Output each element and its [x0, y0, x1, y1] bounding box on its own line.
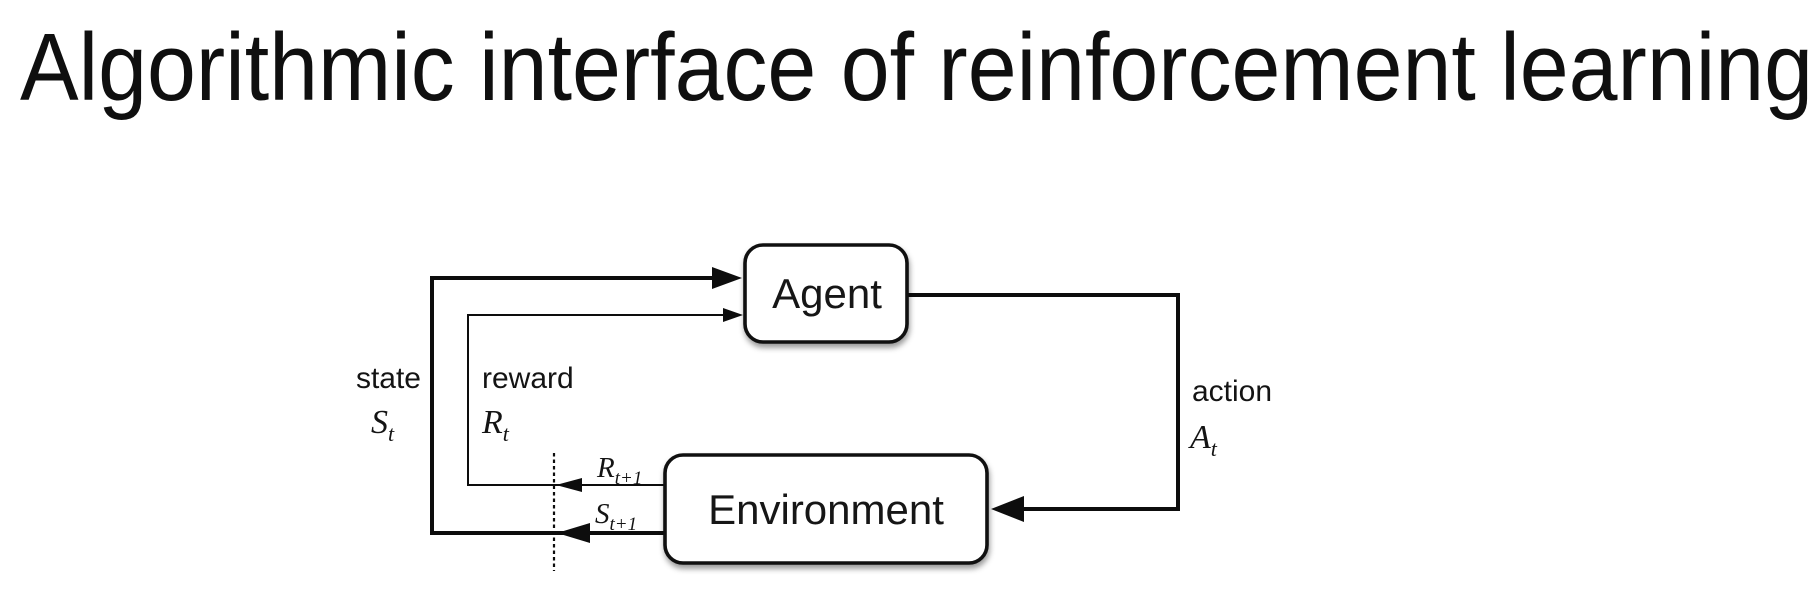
next-state-arrowhead — [557, 523, 590, 543]
reward-symbol: R — [481, 404, 503, 441]
next-state-subscript: t+1 — [610, 514, 638, 535]
agent-box-label: Agent — [772, 270, 882, 317]
agent-box — [743, 243, 909, 344]
state-symbol: S — [371, 404, 388, 441]
next-reward-arrowhead — [556, 478, 582, 492]
next-state-symbol: S — [595, 498, 610, 530]
action-symbol-subscript: t — [1211, 436, 1218, 461]
next-reward-label: Rt+1 — [596, 452, 642, 489]
state-loop-line — [430, 276, 716, 535]
reward-word-label: reward — [482, 362, 574, 395]
state-word-label: state — [356, 362, 421, 395]
environment-box — [663, 453, 989, 565]
next-reward-subscript: t+1 — [615, 468, 643, 489]
action-word-label: action — [1192, 375, 1272, 408]
action-symbol: A — [1188, 419, 1211, 456]
action-symbol-label: At — [1188, 419, 1218, 461]
action-to-environment-arrowhead — [991, 496, 1024, 522]
environment-box-label: Environment — [708, 486, 944, 533]
reward-symbol-label: Rt — [481, 404, 510, 446]
next-state-label: St+1 — [595, 498, 637, 535]
reward-symbol-subscript: t — [503, 421, 510, 446]
state-symbol-subscript: t — [388, 421, 395, 446]
reward-to-agent-arrowhead — [723, 308, 743, 322]
state-to-agent-arrowhead — [712, 267, 742, 289]
slide-title: Algorithmic interface of reinforcement l… — [20, 14, 1813, 121]
next-reward-symbol: R — [596, 452, 615, 484]
action-loop-line — [906, 293, 1180, 511]
state-symbol-label: St — [371, 404, 395, 446]
